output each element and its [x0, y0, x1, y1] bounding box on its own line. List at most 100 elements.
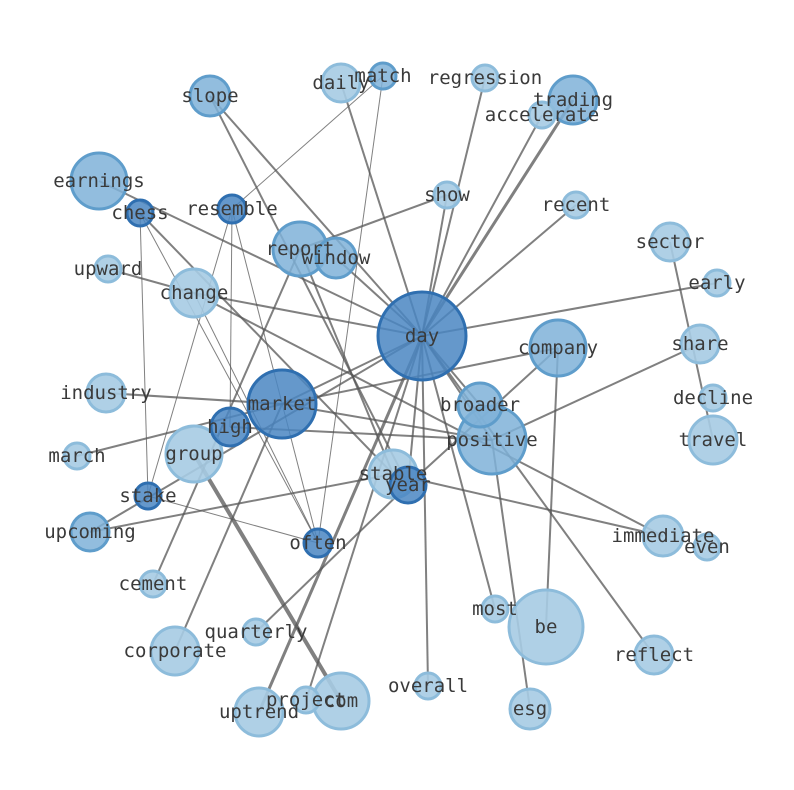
node-label-upward: upward	[74, 258, 143, 280]
node-company	[528, 318, 588, 378]
node-label-even: even	[684, 536, 730, 558]
node-label-change: change	[160, 282, 229, 304]
node-recent	[561, 190, 591, 220]
node-label-march: march	[48, 445, 105, 467]
node-label-early: early	[688, 272, 745, 294]
node-quarterly	[241, 617, 271, 647]
node-industry	[85, 372, 127, 414]
node-label-daily: daily	[312, 72, 369, 94]
edge-report-stable	[299, 248, 394, 475]
node-cement	[138, 569, 168, 599]
node-stake	[133, 481, 163, 511]
node-label-immediate: immediate	[612, 525, 715, 547]
edge-day-uptrend	[257, 335, 424, 713]
edge-market-positive	[281, 403, 493, 441]
node-label-stake: stake	[119, 485, 176, 507]
node-label-accelerate: accelerate	[485, 104, 599, 126]
edge-chess-stake	[139, 212, 149, 497]
node-travel	[687, 414, 739, 466]
node-window	[314, 236, 358, 280]
edge-day-overall	[421, 335, 429, 687]
node-label-year: year	[385, 474, 431, 496]
edge-day-slope	[209, 95, 423, 337]
node-label-overall: overall	[388, 675, 468, 697]
node-esg	[508, 687, 552, 731]
node-label-upcoming: upcoming	[44, 521, 136, 543]
edges-layer	[76, 75, 718, 713]
node-label-day: day	[405, 325, 439, 347]
node-show	[432, 180, 462, 210]
node-high	[209, 406, 251, 448]
node-market	[246, 368, 318, 440]
node-label-project: project	[266, 689, 346, 711]
node-most	[480, 594, 510, 624]
node-label-most: most	[472, 598, 518, 620]
node-march	[62, 441, 92, 471]
node-uptrend	[233, 686, 285, 738]
node-corporate	[149, 625, 201, 677]
edge-stable-immediate	[392, 473, 664, 537]
node-slope	[188, 74, 232, 118]
edge-often-stake	[147, 495, 319, 544]
edge-slope-year	[209, 95, 409, 486]
node-label-trading: trading	[533, 89, 613, 111]
edge-day-reflect	[421, 335, 655, 656]
node-even	[692, 532, 722, 562]
edge-positive-esg	[491, 439, 531, 710]
edge-market-corporate	[174, 403, 283, 652]
node-often	[302, 527, 334, 559]
edge-day-trading	[420, 99, 575, 337]
node-broader	[456, 381, 504, 429]
node-label-match: match	[354, 65, 411, 87]
node-label-broader: broader	[440, 394, 520, 416]
node-reflect	[633, 634, 675, 676]
edge-year-quarterly	[255, 484, 409, 633]
edge-day-project	[305, 335, 423, 701]
node-label-earnings: earnings	[53, 170, 145, 192]
edge-day-most	[421, 335, 496, 610]
node-label-positive: positive	[446, 429, 538, 451]
node-day	[376, 290, 468, 382]
node-label-industry: industry	[60, 382, 152, 404]
edge-often-match	[317, 75, 384, 544]
node-label-show: show	[424, 184, 470, 206]
node-label-slope: slope	[181, 85, 238, 107]
node-label-com: com	[324, 690, 358, 712]
node-sector	[649, 221, 691, 263]
node-upward	[93, 254, 123, 284]
node-decline	[698, 383, 728, 413]
node-label-stable: stable	[359, 463, 428, 485]
node-immediate	[641, 514, 685, 558]
edge-stable-upcoming	[89, 473, 394, 533]
node-label-reflect: reflect	[614, 644, 694, 666]
node-trading	[547, 74, 599, 126]
node-label-resemble: resemble	[186, 198, 278, 220]
node-accelerate	[527, 100, 557, 130]
node-label-be: be	[535, 616, 558, 638]
node-year	[388, 465, 428, 505]
node-label-regression: regression	[428, 67, 542, 89]
node-share	[679, 323, 721, 365]
node-label-uptrend: uptrend	[219, 701, 299, 723]
node-overall	[413, 671, 443, 701]
node-label-often: often	[289, 532, 346, 554]
node-daily	[320, 62, 362, 104]
nodes-layer	[62, 61, 739, 738]
node-label-corporate: corporate	[124, 640, 227, 662]
node-group	[164, 424, 224, 484]
labels-layer: daymarketpositivebecomcompanyearningsrep…	[44, 65, 753, 723]
node-label-decline: decline	[673, 387, 753, 409]
edge-day-early	[421, 282, 718, 337]
node-label-high: high	[207, 416, 253, 438]
node-early	[702, 268, 732, 298]
node-label-share: share	[671, 333, 728, 355]
node-earnings	[69, 151, 129, 211]
edge-group-com	[192, 452, 343, 703]
node-label-market: market	[248, 393, 317, 415]
edge-resemble-high	[229, 208, 233, 428]
edge-company-be	[545, 347, 559, 628]
node-label-group: group	[165, 443, 222, 465]
node-label-esg: esg	[513, 698, 547, 720]
node-chess	[125, 198, 155, 228]
